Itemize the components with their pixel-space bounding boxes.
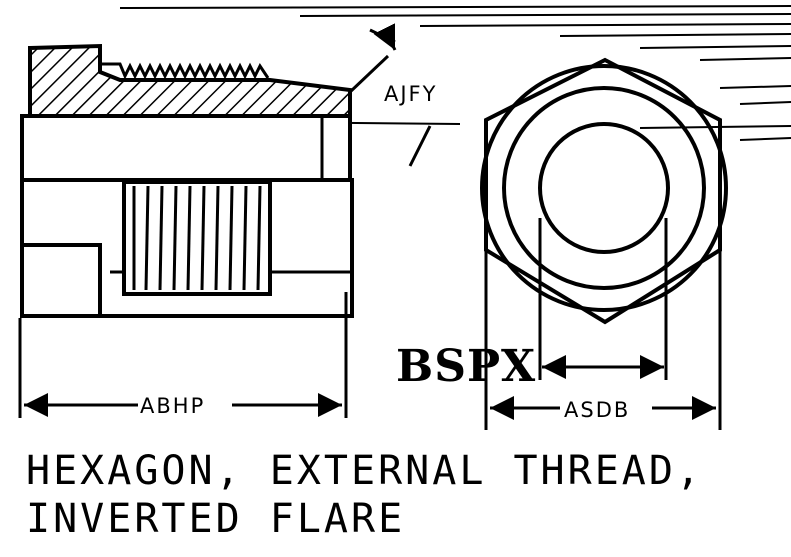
end-view bbox=[480, 57, 728, 430]
ajfy-label: AJFY bbox=[384, 82, 437, 106]
bore bbox=[20, 114, 352, 182]
outer-circle bbox=[480, 64, 728, 312]
ajfy-dimension bbox=[348, 23, 432, 167]
caption-line-1: HEXAGON, EXTERNAL THREAD, bbox=[26, 448, 703, 494]
hatched-section bbox=[28, 43, 352, 118]
asdb-label: ASDB bbox=[564, 398, 630, 422]
bore-circle bbox=[538, 122, 670, 254]
hexagon bbox=[484, 57, 722, 325]
abhp-dimension bbox=[18, 292, 348, 418]
caption-line-2: INVERTED FLARE bbox=[26, 496, 405, 542]
thread-profile bbox=[100, 62, 270, 80]
side-view bbox=[20, 43, 354, 318]
bspx-label: BSPX bbox=[396, 341, 536, 392]
abhp-label: ABHP bbox=[140, 394, 205, 418]
